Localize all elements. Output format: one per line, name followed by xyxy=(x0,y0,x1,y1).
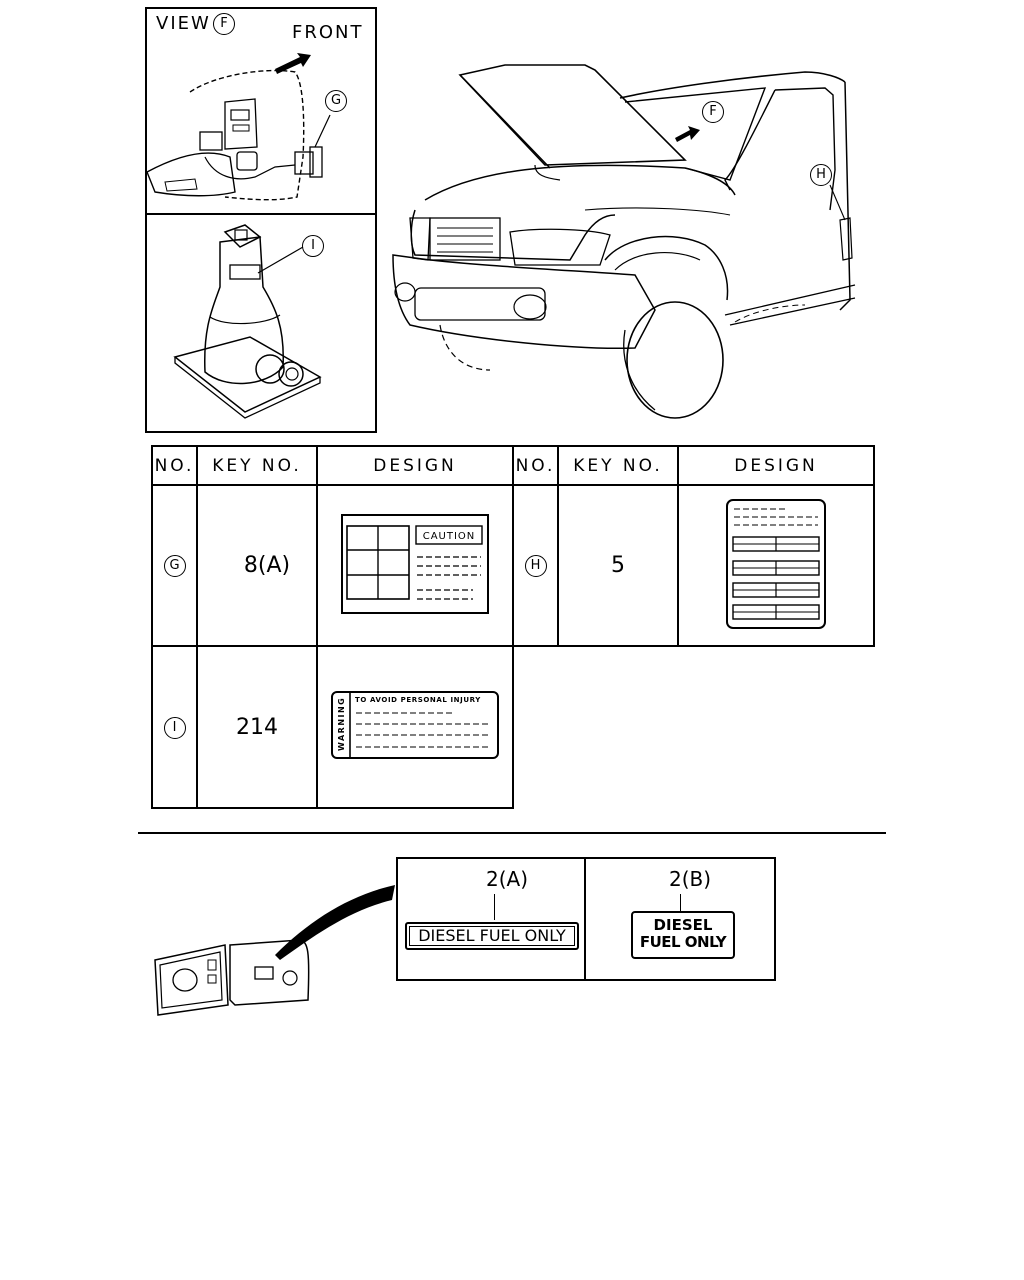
col-header-key-no: KEY NO. xyxy=(557,445,679,486)
col-header-no: NO. xyxy=(151,445,198,486)
caution-label-drawing: CAUTION xyxy=(341,513,489,614)
callout-f: F xyxy=(702,101,724,123)
fuel-label-b-leader xyxy=(680,894,681,912)
view-label: VIEW xyxy=(156,13,211,34)
warning-side-text: WARNING xyxy=(337,697,346,751)
callout-h: H xyxy=(810,164,832,186)
row-key-no: 8(A) xyxy=(196,484,318,647)
front-arrow xyxy=(275,53,311,74)
row-key-no: 5 xyxy=(557,484,679,647)
fuel-label-b-line1: DIESEL xyxy=(653,916,713,934)
parts-table: NO. KEY NO. DESIGN NO. KEY NO. DESIGN G … xyxy=(151,445,875,809)
callout-g: G xyxy=(325,90,347,112)
caution-text: CAUTION xyxy=(423,531,476,542)
table-row: G 8(A) CAUTION H 5 xyxy=(151,484,875,647)
fuel-lid-drawing xyxy=(154,885,395,1016)
table-header-row: NO. KEY NO. DESIGN NO. KEY NO. DESIGN xyxy=(151,445,875,486)
callout-i: I xyxy=(302,235,324,257)
tire-info-label-drawing xyxy=(726,498,826,629)
view-ref-callout: F xyxy=(213,13,235,35)
warning-label-drawing: WARNING TO AVOID PERSONAL INJURY xyxy=(331,691,499,759)
fuel-label-b-line2: FUEL ONLY xyxy=(639,933,727,951)
table-row: I 214 WARNING TO AVOID PERSONAL INJURY xyxy=(151,645,874,809)
fuel-label-b-key: 2(B) xyxy=(669,867,712,891)
warning-heading-text: TO AVOID PERSONAL INJURY xyxy=(355,696,481,704)
row-key-no: 214 xyxy=(196,645,318,809)
vehicle-drawing xyxy=(392,64,856,419)
fuel-label-divider xyxy=(584,857,586,979)
col-header-design: DESIGN xyxy=(677,445,875,486)
section-separator xyxy=(138,832,886,834)
row-no-callout: G xyxy=(163,555,186,577)
row-no-callout: I xyxy=(163,716,186,739)
col-header-no: NO. xyxy=(512,445,559,486)
row-no-callout: H xyxy=(524,555,547,577)
row-design: WARNING TO AVOID PERSONAL INJURY xyxy=(316,645,514,809)
fuel-label-a-leader xyxy=(494,894,495,920)
jack-drawing xyxy=(173,224,322,419)
fuel-label-box xyxy=(396,857,776,981)
fuel-label-a-sticker: DIESEL FUEL ONLY xyxy=(405,922,579,950)
col-header-design: DESIGN xyxy=(316,445,514,486)
view-panel-divider xyxy=(145,213,375,215)
fuel-label-b-sticker: DIESEL FUEL ONLY xyxy=(631,911,735,959)
col-header-key-no: KEY NO. xyxy=(196,445,318,486)
row-design: CAUTION xyxy=(316,484,514,647)
dashboard-view-drawing xyxy=(146,53,331,201)
fuel-label-a-key: 2(A) xyxy=(486,867,529,891)
row-design xyxy=(677,484,875,647)
fuel-label-a-text: DIESEL FUEL ONLY xyxy=(409,926,575,946)
front-label: FRONT xyxy=(292,22,364,43)
view-panel xyxy=(145,7,377,433)
